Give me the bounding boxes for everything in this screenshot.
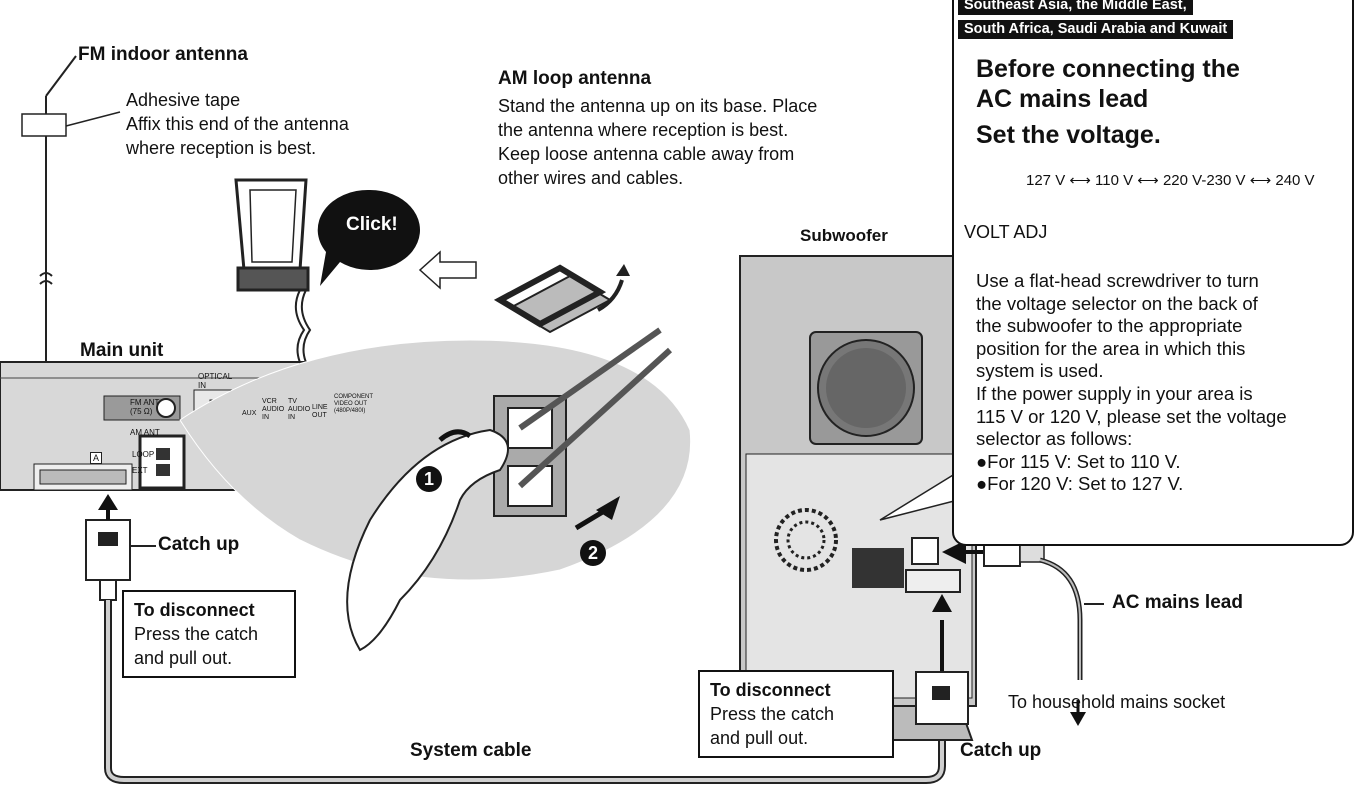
catch-up-right-label: Catch up xyxy=(960,740,1042,761)
right-system-connector xyxy=(915,594,969,725)
voltage-options: 127 V ⟷ 110 V ⟷ 220 V-230 V ⟷ 240 V xyxy=(1026,172,1315,189)
adhesive-tape-title: Adhesive tape xyxy=(126,90,241,110)
panel-component: COMPONENT VIDEO OUT(480P/480I) xyxy=(334,394,373,414)
callout-tail xyxy=(879,471,959,521)
panel-am-ant: AM ANT xyxy=(130,428,160,437)
panel-a-label: A xyxy=(90,452,103,464)
am-antenna-title: AM loop antenna xyxy=(498,68,652,89)
panel-vcr-audio-in: VCR AUDIO IN xyxy=(262,398,285,421)
heading-set-voltage: Set the voltage. xyxy=(976,121,1161,149)
bullet-120v: ●For 120 V: Set to 127 V. xyxy=(976,473,1184,495)
ac-lead-label: AC mains lead xyxy=(1112,592,1243,613)
am-antenna-line4: other wires and cables. xyxy=(498,168,684,188)
disconnect-right-box: To disconnect Press the catch and pull o… xyxy=(698,670,894,758)
click-label: Click! xyxy=(346,214,398,235)
left-system-connector xyxy=(85,494,156,601)
heading-before-connecting: Before connecting the xyxy=(976,55,1240,83)
voltage-instructions: Use a flat-head screwdriver to turn the … xyxy=(976,270,1348,496)
click-speech-bubble xyxy=(317,189,420,286)
disconnect-right-line2: and pull out. xyxy=(710,728,809,748)
am-loop-antenna-flat xyxy=(493,264,630,334)
hollow-arrow-left xyxy=(418,250,477,290)
bullet-115v: ●For 115 V: Set to 110 V. xyxy=(976,450,1181,472)
panel-fm-ant: FM ANT(75 Ω) xyxy=(130,398,160,416)
disconnect-right-line1: Press the catch xyxy=(710,704,835,724)
panel-line-out: LINE OUT xyxy=(312,404,328,419)
mains-socket-label: To household mains socket xyxy=(1008,692,1226,712)
catch-up-left-label: Catch up xyxy=(158,534,240,555)
disconnect-left-title: To disconnect xyxy=(134,600,255,620)
heading-ac-mains-lead: AC mains lead xyxy=(976,85,1149,113)
step-2-icon: 2 xyxy=(580,540,606,566)
voltage-panel xyxy=(952,0,1354,546)
am-antenna-line3: Keep loose antenna cable away from xyxy=(498,144,795,164)
disconnect-left-box: To disconnect Press the catch and pull o… xyxy=(122,590,296,678)
step-1-icon: 1 xyxy=(416,466,442,492)
adhesive-tape-line1: Affix this end of the antenna xyxy=(126,114,349,134)
fm-antenna-title: FM indoor antenna xyxy=(78,44,248,65)
panel-aux: AUX xyxy=(242,410,257,417)
system-cable-label: System cable xyxy=(410,740,532,761)
main-unit-label: Main unit xyxy=(80,340,164,361)
region-line1: Southeast Asia, the Middle East, xyxy=(958,0,1193,15)
disconnect-left-line1: Press the catch xyxy=(134,624,259,644)
disconnect-left-line2: and pull out. xyxy=(134,648,233,668)
adhesive-tape-line2: where reception is best. xyxy=(126,138,317,158)
disconnect-right-title: To disconnect xyxy=(710,680,831,700)
panel-ext: EXT xyxy=(132,466,148,475)
adhesive-tape-icon xyxy=(21,113,67,137)
volt-adj-label: VOLT ADJ xyxy=(964,222,1048,242)
region-line2: South Africa, Saudi Arabia and Kuwait xyxy=(958,20,1234,39)
panel-tv-audio-in: TV AUDIO IN xyxy=(288,398,311,421)
panel-loop: LOOP xyxy=(132,450,155,459)
subwoofer-label: Subwoofer xyxy=(800,226,888,245)
am-antenna-line2: the antenna where reception is best. xyxy=(498,120,789,140)
am-antenna-line1: Stand the antenna up on its base. Place xyxy=(498,96,818,116)
